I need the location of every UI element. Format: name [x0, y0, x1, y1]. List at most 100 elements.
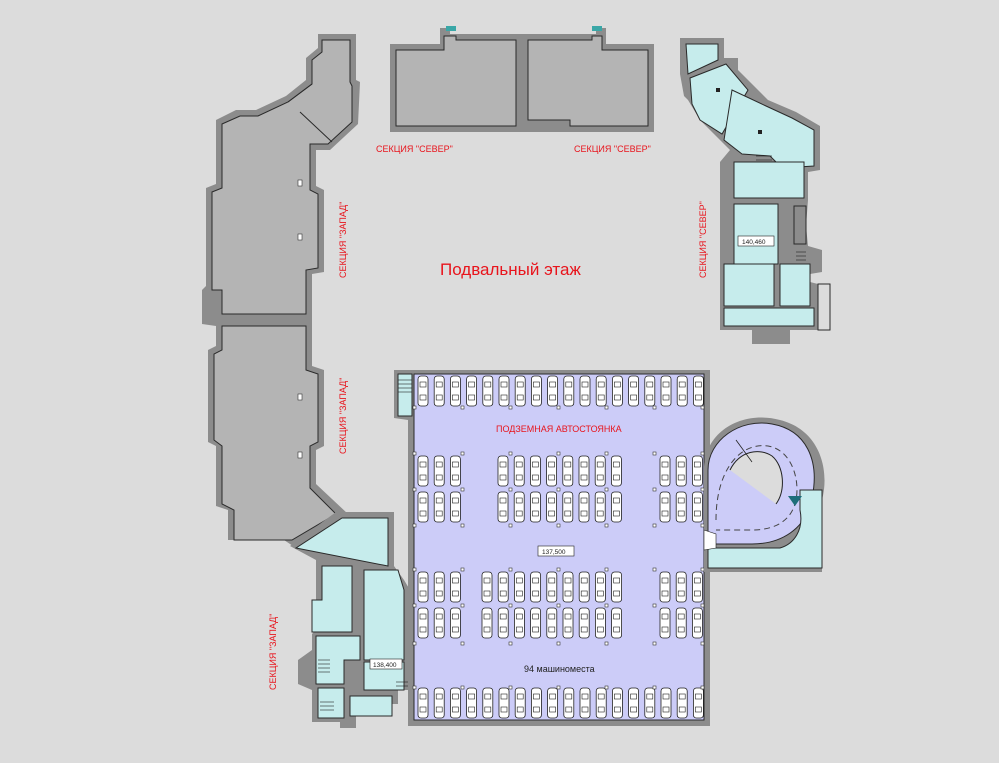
section-label-north-right: СЕКЦИЯ "СЕВЕР"	[574, 144, 651, 154]
structural-column	[604, 685, 609, 690]
structural-column	[412, 523, 417, 528]
parking-space	[530, 491, 541, 523]
parking-space	[531, 687, 542, 719]
parking-space	[498, 687, 510, 719]
structural-column	[604, 641, 609, 646]
structural-column	[652, 451, 657, 456]
parking-space	[660, 375, 672, 407]
elevation-badge-northeast	[737, 235, 775, 247]
structural-column	[412, 487, 417, 492]
parking-space	[693, 375, 704, 407]
structural-column	[700, 405, 705, 410]
structural-column	[652, 523, 657, 528]
parking-space	[433, 571, 445, 603]
elevation-northeast: 140,460	[742, 239, 766, 246]
structural-column	[700, 641, 705, 646]
parking-space	[579, 687, 591, 719]
parking-space	[644, 375, 656, 407]
parking-space	[433, 687, 445, 719]
structural-column	[412, 685, 417, 690]
structural-column	[700, 487, 705, 492]
parking-space	[497, 607, 509, 639]
structural-column	[652, 487, 657, 492]
parking-space	[417, 455, 429, 487]
parking-space	[417, 571, 429, 603]
parking-space	[578, 571, 590, 603]
structural-column	[556, 567, 561, 572]
structural-column	[460, 451, 465, 456]
structural-column	[556, 685, 561, 690]
parking-space	[578, 455, 590, 487]
plan-title: Подвальный этаж	[440, 260, 581, 279]
parking-space	[433, 455, 445, 487]
structural-column	[460, 567, 465, 572]
parking-space	[612, 687, 623, 719]
parking-space	[628, 687, 639, 719]
structural-column	[556, 487, 561, 492]
parking-space	[595, 607, 606, 639]
parking-space	[481, 571, 493, 603]
parking-spaces	[412, 375, 705, 719]
structural-column	[508, 685, 513, 690]
parking-space	[497, 455, 509, 487]
structural-column	[412, 603, 417, 608]
parking-space	[449, 607, 461, 639]
parking-space	[482, 687, 494, 719]
parking-space	[514, 687, 526, 719]
structural-column	[508, 567, 513, 572]
parking-space	[546, 607, 558, 639]
structural-column	[460, 641, 465, 646]
parking-space	[497, 571, 509, 603]
parking-space	[482, 375, 494, 407]
elevation-parking: 137,500	[542, 549, 566, 556]
parking-space	[531, 375, 542, 407]
parking-space	[611, 455, 622, 487]
structural-column	[460, 405, 465, 410]
parking-space	[659, 571, 671, 603]
structural-column	[556, 641, 561, 646]
spaces-count: 94 машиноместа	[524, 664, 595, 674]
parking-space	[693, 687, 704, 719]
structural-column	[508, 487, 513, 492]
structural-column	[652, 405, 657, 410]
elevation-southwest: 138,400	[373, 662, 397, 669]
structural-column	[556, 451, 561, 456]
parking-space	[675, 571, 687, 603]
parking-space	[546, 455, 557, 487]
structural-column	[508, 523, 513, 528]
structural-column	[556, 523, 561, 528]
structural-column	[700, 603, 705, 608]
west-section-upper	[202, 34, 360, 320]
parking-space	[692, 571, 703, 603]
parking-space	[433, 607, 445, 639]
parking-space	[546, 571, 558, 603]
parking-space	[660, 687, 672, 719]
structural-column	[604, 567, 609, 572]
parking-space	[546, 491, 557, 523]
parking-label: ПОДЗЕМНАЯ АВТОСТОЯНКА	[496, 424, 622, 434]
parking-space	[562, 491, 574, 523]
structural-column	[652, 641, 657, 646]
section-label-west-upper: СЕКЦИЯ "ЗАПАД"	[338, 202, 348, 278]
structural-column	[556, 405, 561, 410]
parking-space	[498, 375, 510, 407]
parking-space	[594, 491, 606, 523]
parking-space	[433, 375, 445, 407]
structural-column	[412, 567, 417, 572]
structural-column	[700, 685, 705, 690]
structural-column	[604, 603, 609, 608]
parking-space	[513, 455, 525, 487]
structural-column	[700, 523, 705, 528]
northeast-block: 140,460	[680, 38, 831, 344]
parking-space	[514, 607, 525, 639]
parking-space	[562, 571, 574, 603]
structural-column	[604, 523, 609, 528]
parking-space	[578, 607, 590, 639]
parking-space	[611, 607, 622, 639]
structural-column	[604, 451, 609, 456]
structural-column	[652, 685, 657, 690]
parking-space	[417, 491, 429, 523]
parking-space	[595, 687, 607, 719]
parking-space	[659, 455, 671, 487]
